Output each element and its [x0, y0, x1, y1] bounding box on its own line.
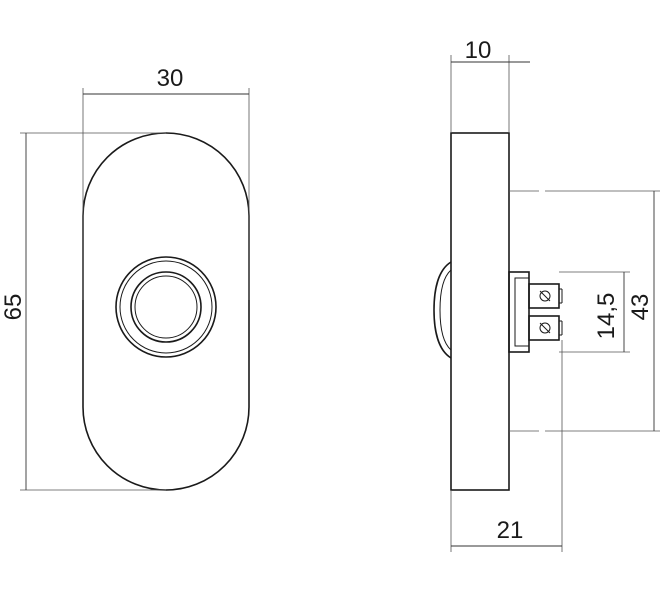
side-button-dome-inner — [439, 269, 452, 351]
side-terminal-height-dimension: 14,5 — [559, 271, 630, 353]
side-total-depth-dimension: 21 — [450, 340, 563, 552]
front-width-dimension: 30 — [82, 65, 250, 300]
front-width-label: 30 — [157, 65, 184, 92]
terminal-block-step — [514, 277, 530, 347]
front-height-dimension: 65 — [0, 132, 166, 491]
lower-screw-terminal — [528, 315, 563, 341]
side-depth-label: 10 — [465, 37, 492, 64]
terminal-block-base — [508, 271, 530, 353]
side-terminal-height-label: 14,5 — [593, 293, 620, 340]
front-height-label: 65 — [0, 294, 27, 321]
button-middle-ring — [119, 260, 213, 354]
button-outer-ring — [115, 256, 217, 358]
side-plate-outline — [450, 132, 510, 491]
side-button-dome — [433, 261, 452, 359]
side-outer-height-dimension: 43 — [509, 190, 660, 432]
side-depth-dimension: 10 — [450, 37, 530, 133]
button-cap — [134, 275, 198, 339]
upper-screw-terminal — [528, 283, 563, 309]
front-view — [82, 132, 250, 491]
front-plate-outline — [82, 132, 250, 491]
side-view — [433, 132, 563, 491]
button-inner-ring — [130, 271, 202, 343]
side-outer-height-label: 43 — [627, 294, 654, 321]
side-total-depth-label: 21 — [497, 517, 524, 544]
